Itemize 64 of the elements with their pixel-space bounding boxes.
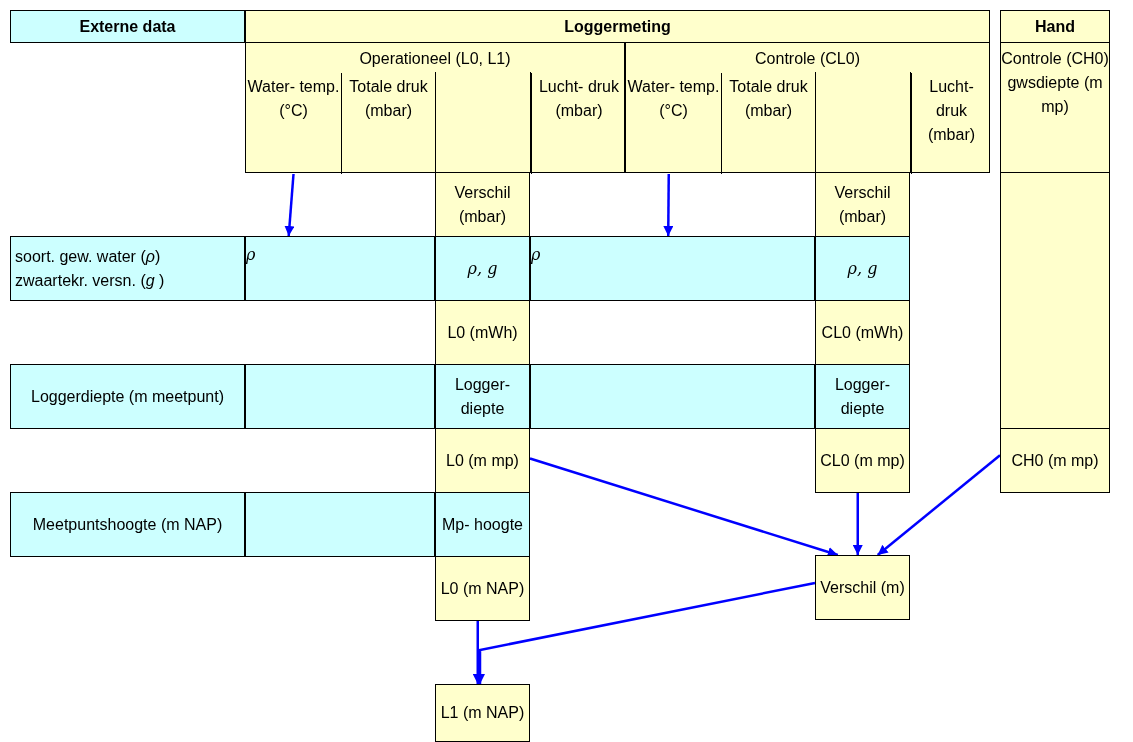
- table-cell: [435, 236, 530, 301]
- cell-text: L0 (m mp): [446, 450, 519, 471]
- table-cell: [815, 172, 910, 237]
- table-cell: [10, 492, 245, 557]
- table-cell: [815, 428, 910, 493]
- cell-text: Logger- diepte: [453, 374, 512, 419]
- table-cell: [435, 364, 530, 429]
- cell-text: CL0 (m mp): [820, 450, 905, 471]
- table-cell: [815, 555, 910, 620]
- cell-text: Verschil (mbar): [453, 182, 512, 227]
- header-text: Externe data: [79, 16, 176, 37]
- cell-text: Verschil (mbar): [833, 182, 892, 227]
- table-cell: [435, 428, 530, 493]
- cell-text: zwaartekr. versn. (g ): [15, 270, 165, 291]
- cell-text: Logger- diepte: [833, 374, 892, 419]
- cell-text: Mp- hoogte: [442, 514, 523, 535]
- column-group: [245, 42, 625, 173]
- arrow: [284, 173, 295, 237]
- cell-text: L1 (m NAP): [440, 703, 525, 723]
- header-text: Hand: [1035, 16, 1075, 37]
- cell-text: Controle (CH0) gwsdiepte (m mp): [1001, 49, 1109, 117]
- cell-text: CL0 (mWh): [821, 322, 904, 343]
- cell-text: Loggerdiepte (m meetpunt): [31, 386, 224, 407]
- arrow: [663, 174, 674, 236]
- header-text: Loggermeting: [564, 16, 671, 37]
- cell-text: ρ: [246, 244, 256, 266]
- table-cell: [1000, 428, 1110, 493]
- table-cell: [530, 236, 815, 301]
- header-cell: [245, 10, 990, 43]
- cell-text: Lucht- druk (mbar): [537, 77, 620, 121]
- arrow: [852, 493, 863, 555]
- cell-text: CH0 (m mp): [1011, 450, 1099, 471]
- table-cell: [10, 236, 245, 301]
- table-cell: [435, 492, 530, 557]
- table-cell: [815, 300, 910, 365]
- cell-text: L0 (m NAP): [440, 578, 525, 599]
- table-cell: [10, 364, 245, 429]
- table-cell: [815, 236, 910, 301]
- table-cell: [245, 236, 435, 301]
- table-cell: [435, 172, 530, 237]
- table-cell: [815, 364, 910, 429]
- header-cell: [1000, 10, 1110, 43]
- cell-text: ρ: [531, 244, 541, 266]
- arrow: [529, 457, 839, 557]
- cell-text: Lucht- druk (mbar): [926, 77, 977, 145]
- cell-text: Totale druk (mbar): [728, 77, 809, 121]
- cell-text: L0 (mWh): [447, 322, 518, 343]
- cell-text: ρ, g: [847, 257, 878, 280]
- cell-text: Meetpuntshoogte (m NAP): [32, 514, 223, 535]
- cell-text: ρ, g: [467, 257, 498, 280]
- header-cell: [10, 10, 245, 43]
- arrow: [876, 454, 1001, 556]
- table-cell: [435, 556, 530, 621]
- column-header: [1000, 42, 1110, 173]
- cell-text: Totale druk (mbar): [348, 77, 429, 121]
- column-group: [625, 42, 990, 173]
- cell-text: Controle (CL0): [755, 49, 860, 69]
- table-cell: [435, 300, 530, 365]
- cell-text: Water- temp. (°C): [626, 77, 721, 121]
- table-cell: [435, 684, 530, 742]
- cell-text: Verschil (m): [820, 577, 905, 598]
- cell-text: Water- temp. (°C): [246, 77, 341, 121]
- cell-text: soort. gew. water (ρ): [15, 246, 161, 267]
- cell-text: Operationeel (L0, L1): [359, 49, 511, 69]
